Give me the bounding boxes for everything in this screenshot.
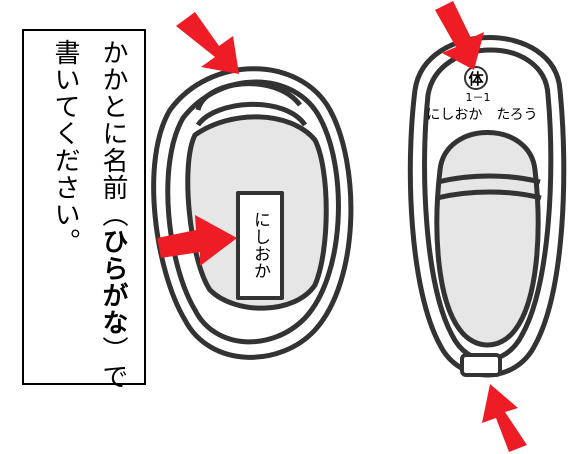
gym-mark: 体 xyxy=(468,70,484,88)
arrow-icon xyxy=(176,12,239,74)
right-shoe-icon xyxy=(407,35,567,378)
arrow-icon xyxy=(482,384,527,452)
left-heel-label: にしおか xyxy=(250,211,270,279)
gym-mark-circle xyxy=(464,66,488,90)
arrow-icon xyxy=(435,1,484,70)
instruction-line-2: 書いてください。 xyxy=(50,39,80,255)
class-label: 1－1 xyxy=(466,91,491,104)
instruction-text-before: かかとに名前（ xyxy=(98,39,128,228)
instruction-text-bold: ひらがな xyxy=(98,228,128,336)
instruction-box: かかとに名前（ひらがな）で 書いてください。 xyxy=(22,29,146,390)
arrow-icon xyxy=(157,215,237,266)
instruction-text-after: ）で xyxy=(98,336,128,390)
name-label: にしおか たろう xyxy=(426,107,537,123)
arrow-group xyxy=(157,1,527,452)
instruction-line-1: かかとに名前（ひらがな）で xyxy=(98,39,128,390)
